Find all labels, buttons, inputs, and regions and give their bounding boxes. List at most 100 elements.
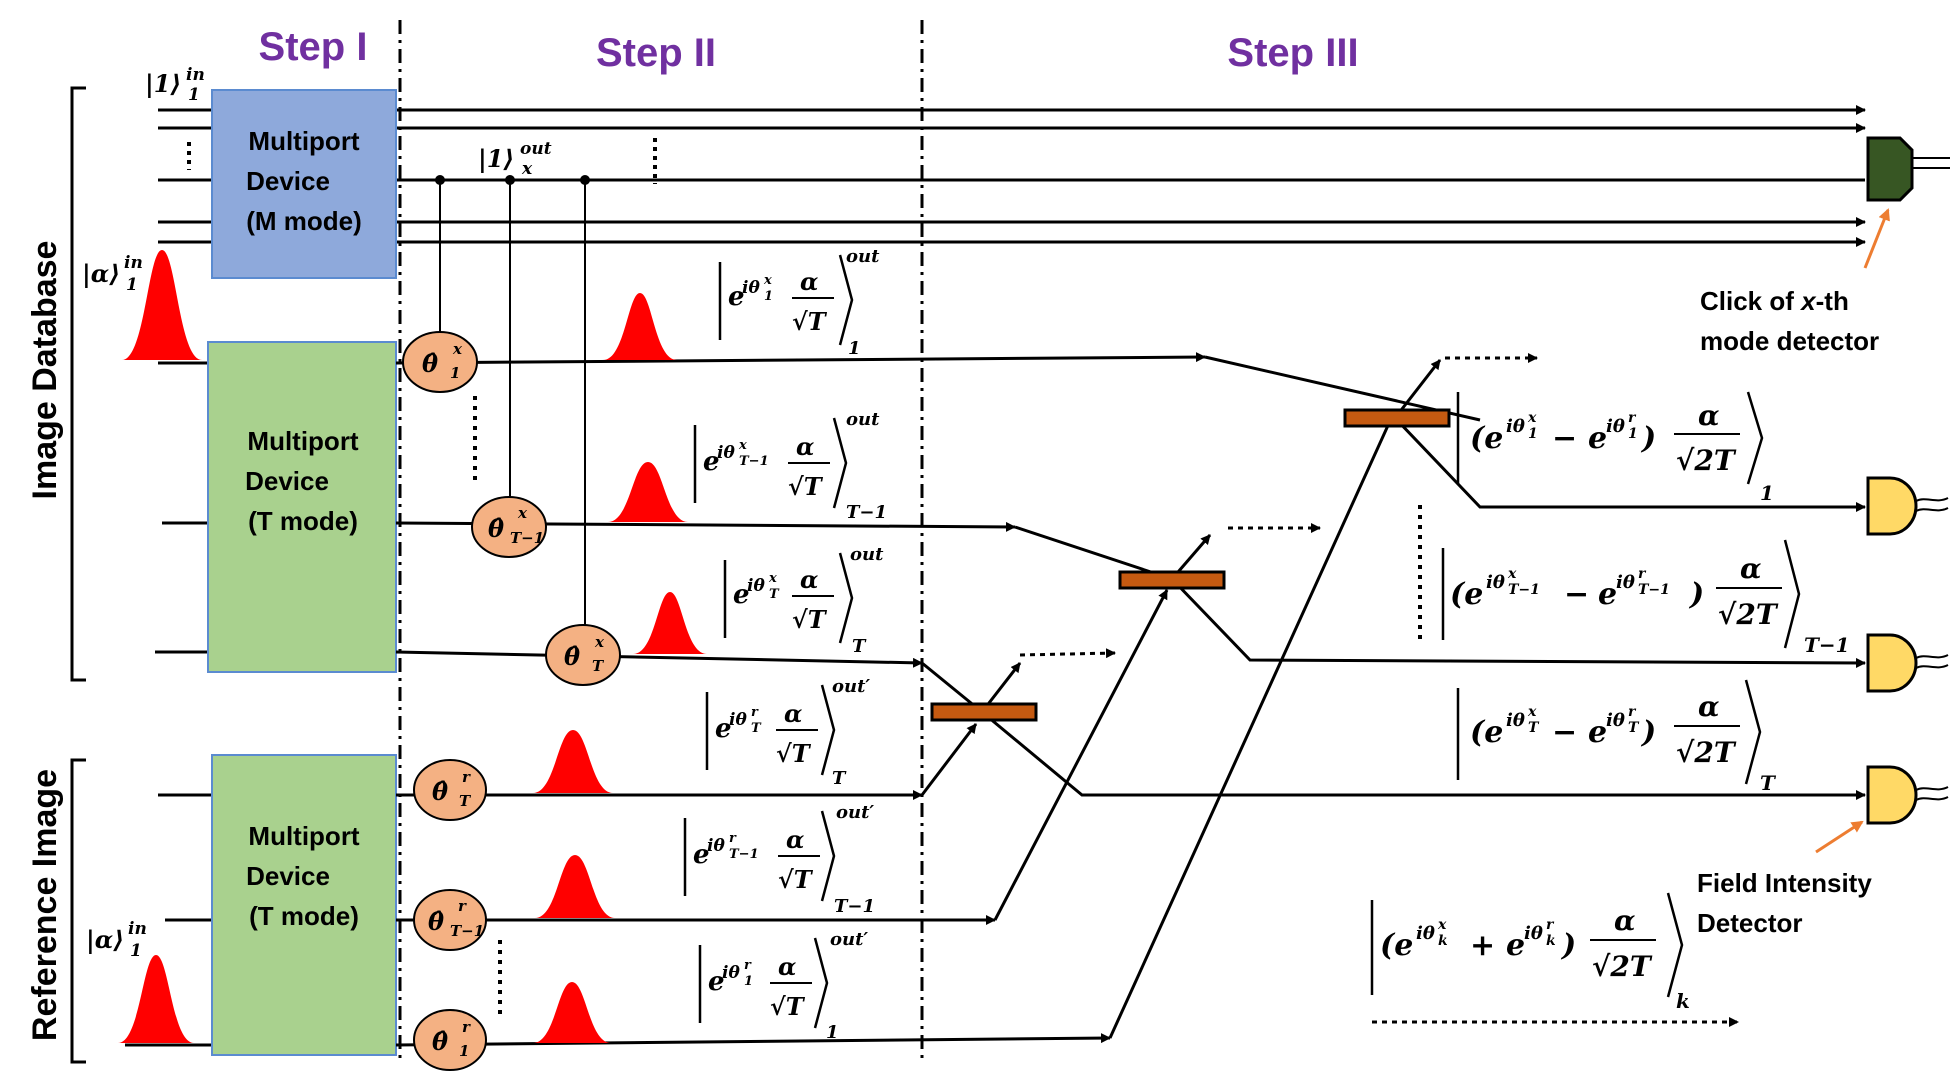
svg-text:α: α — [786, 825, 804, 854]
svg-text:T−1: T−1 — [450, 922, 484, 940]
svg-text:α: α — [1698, 690, 1720, 723]
svg-text:in: in — [128, 919, 147, 939]
svg-text:α: α — [1614, 904, 1636, 937]
svg-text:e: e — [1598, 577, 1617, 612]
svg-text:α: α — [1698, 399, 1720, 432]
svg-text:T−1: T−1 — [834, 896, 875, 917]
control-lines — [439, 180, 586, 632]
phase-shifter-xT: θ̂ x T — [545, 624, 621, 686]
svg-text:√T: √T — [788, 472, 824, 501]
svg-text:√T: √T — [770, 992, 806, 1021]
step-3-title: Step III — [1227, 31, 1358, 75]
pulse-db-T — [633, 592, 707, 654]
db-device-line3: (T mode) — [248, 506, 358, 536]
svg-text:α: α — [1740, 552, 1762, 585]
svg-text:iθ: iθ — [722, 963, 740, 983]
svg-text:T: T — [769, 587, 780, 602]
coherent-input-label-reference: |α⟩ in 1 — [86, 919, 147, 961]
svg-text:α: α — [778, 952, 796, 981]
routing-paths — [920, 355, 1866, 1039]
svg-text:α: α — [800, 565, 818, 594]
svg-text:r: r — [1546, 917, 1555, 933]
db-device-line2: Device — [245, 466, 329, 496]
ref-device-line3: (T mode) — [249, 901, 359, 931]
t-mode-multiport-device-reference — [211, 754, 397, 1056]
svg-text:iθ: iθ — [707, 836, 725, 856]
field-annotation-line1: Field Intensity — [1697, 868, 1872, 898]
svg-text:out′: out′ — [832, 676, 870, 697]
svg-text:α: α — [796, 432, 814, 461]
svg-text:1: 1 — [188, 85, 200, 105]
diff-ket-T: (e iθ x T − e iθ r T ) α √2T T — [1456, 679, 1777, 795]
m-device-line1: Multiport — [248, 126, 360, 156]
svg-text:√T: √T — [776, 739, 812, 768]
svg-text:out: out — [846, 246, 880, 267]
intensity-detector-T — [1866, 765, 1949, 825]
svg-text:1: 1 — [459, 1042, 469, 1060]
svg-text:α: α — [784, 699, 802, 728]
svg-text:k: k — [1676, 989, 1690, 1013]
svg-text:in: in — [186, 65, 205, 85]
svg-text:): ) — [1640, 715, 1656, 750]
output-photon-label: |1⟩ out x — [478, 139, 552, 179]
svg-text:T: T — [1528, 720, 1540, 736]
ref-device-line1: Multiport — [248, 821, 360, 851]
svg-text:x: x — [594, 633, 605, 651]
pulse-db-1 — [603, 293, 677, 360]
svg-text:1: 1 — [450, 364, 460, 382]
m-device-line2: Device — [246, 166, 330, 196]
svg-text:√T: √T — [778, 865, 814, 894]
svg-text:k: k — [1546, 933, 1556, 949]
svg-text:x: x — [1527, 704, 1537, 720]
svg-text:r: r — [729, 831, 737, 846]
svg-text:k: k — [1438, 933, 1448, 949]
svg-text:x: x — [738, 438, 747, 453]
m-device-line3: (M mode) — [246, 206, 362, 236]
svg-text:iθ: iθ — [742, 278, 760, 298]
state-ket-db-T1: e iθ x T−1 α √T out T−1 — [693, 409, 887, 523]
image-database-label: Image Database — [26, 241, 64, 500]
svg-text:1: 1 — [1760, 481, 1774, 505]
svg-text:√T: √T — [792, 307, 828, 336]
svg-text:√2T: √2T — [1718, 598, 1779, 631]
svg-text:−: − — [1552, 421, 1577, 456]
intensity-detector-1 — [1866, 476, 1949, 536]
m-mode-multiport-device — [211, 89, 397, 279]
svg-text:x: x — [521, 159, 533, 179]
click-annotation-line2: mode detector — [1700, 326, 1879, 356]
click-annotation-line1: Click of x-th — [1700, 286, 1849, 316]
svg-text:r: r — [1628, 410, 1637, 426]
svg-text:x: x — [452, 340, 463, 358]
svg-text:√T: √T — [792, 605, 828, 634]
svg-text:iθ: iθ — [1606, 710, 1625, 731]
svg-text:r: r — [458, 897, 467, 915]
input-pulse-database — [122, 250, 202, 360]
db-output-rail-1 — [395, 352, 1206, 365]
svg-text:iθ: iθ — [747, 576, 765, 596]
state-ket-ref-T: e iθ r T α √T out′ T — [705, 676, 870, 789]
svg-text:e: e — [728, 282, 745, 312]
svg-text:e: e — [708, 967, 725, 997]
svg-text:T: T — [1760, 771, 1777, 795]
state-ket-db-T: e iθ x T α √T out T — [723, 544, 884, 657]
coherent-input-label-database: |α⟩ in 1 — [82, 253, 143, 295]
svg-text:iθ: iθ — [1416, 923, 1435, 944]
pulse-ref-1 — [533, 982, 611, 1043]
svg-text:e: e — [1588, 715, 1607, 750]
field-annotation-line2: Detector — [1697, 908, 1802, 938]
svg-text:e: e — [715, 714, 732, 744]
state-ket-db-1: e iθ x 1 α √T out 1 — [718, 246, 880, 359]
field-annotation-arrow — [1815, 820, 1864, 854]
svg-text:(e: (e — [1450, 577, 1483, 612]
ref-output-rail-1 — [395, 1033, 1111, 1047]
single-photon-input-label: |1⟩ in 1 — [145, 65, 205, 105]
beam-splitter-T — [930, 702, 1038, 722]
phase-shifter-x1: θ̂ x 1 — [402, 331, 478, 393]
svg-text:iθ: iθ — [1524, 923, 1543, 944]
svg-text:−: − — [1564, 577, 1589, 612]
svg-text:r: r — [744, 958, 752, 973]
svg-text:x: x — [1527, 410, 1537, 426]
svg-text:T: T — [1628, 720, 1640, 736]
svg-text:): ) — [1640, 421, 1656, 456]
svg-text:θ̂: θ̂ — [422, 349, 438, 378]
